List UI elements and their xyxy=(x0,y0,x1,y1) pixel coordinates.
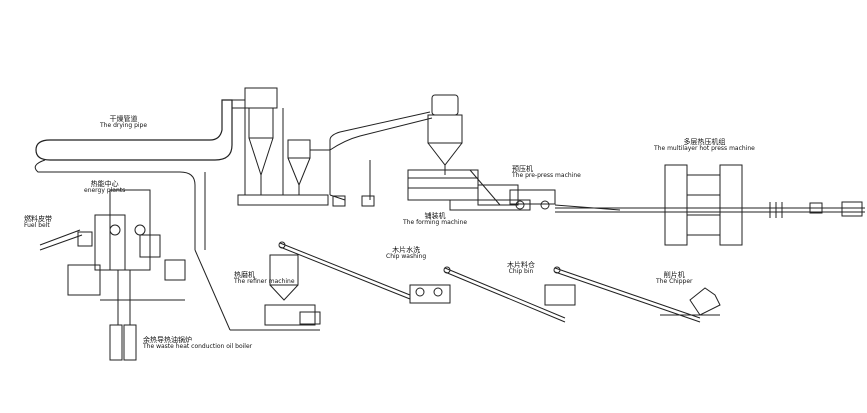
label-chip-bin-cn: 木片料仓 xyxy=(507,261,535,269)
label-fuel-belt-cn: 燃料皮带 xyxy=(24,215,52,223)
refiner-conveyor xyxy=(278,241,411,300)
fuel-belt xyxy=(39,229,93,251)
label-chipper: 削片机 The Chipper xyxy=(656,271,693,286)
label-chip-bin: 木片料仓 Chip bin xyxy=(507,261,535,276)
label-hot-press-cn: 多层热压机组 xyxy=(683,138,726,146)
label-refiner-cn: 热磨机 xyxy=(234,271,255,279)
label-forming-machine: 铺装机 The forming machine xyxy=(403,212,468,227)
label-energy-plants-en: energy plants xyxy=(84,187,126,195)
chipper xyxy=(660,287,721,316)
forming-feed-pipe xyxy=(310,111,433,200)
label-chip-washing-en: Chip washing xyxy=(386,253,427,261)
label-chip-washing: 木片水洗 Chip washing xyxy=(386,246,427,261)
label-refiner: 热磨机 The refiner machine xyxy=(234,271,295,286)
hot-press-machine xyxy=(664,164,863,246)
label-energy-plants: 热能中心 energy plants xyxy=(84,180,126,195)
label-chipper-en: The Chipper xyxy=(656,278,693,286)
forming-machine xyxy=(407,169,531,211)
drying-pipe xyxy=(34,99,245,250)
main-conveyor xyxy=(555,207,865,213)
label-chip-washing-cn: 木片水洗 xyxy=(392,246,421,254)
label-pre-press-cn: 预压机 xyxy=(512,165,533,173)
label-fuel-belt-en: Fuel belt xyxy=(24,222,50,230)
label-drying-pipe-en: The drying pipe xyxy=(100,122,148,130)
label-forming-machine-en: The forming machine xyxy=(403,219,468,227)
label-oil-boiler: 余热导热油锅炉 The waste heat conduction oil bo… xyxy=(143,336,253,351)
label-drying-pipe-cn: 干燥管道 xyxy=(109,115,138,123)
label-pre-press: 预压机 The pre-press machine xyxy=(512,165,581,180)
label-hot-press-en: The multilayer hot press machine xyxy=(654,145,755,153)
forming-cyclone xyxy=(427,94,463,175)
label-forming-machine-cn: 铺装机 xyxy=(424,212,446,220)
oil-boiler xyxy=(109,270,137,361)
refiner-machine xyxy=(194,249,321,331)
label-refiner-en: The refiner machine xyxy=(234,278,295,286)
energy-plants xyxy=(67,189,186,301)
chip-bin xyxy=(544,266,701,323)
label-oil-boiler-cn: 余热导热油锅炉 xyxy=(143,336,192,344)
label-chipper-cn: 削片机 xyxy=(663,271,685,279)
label-oil-boiler-en: The waste heat conduction oil boiler xyxy=(143,343,253,351)
label-chip-bin-en: Chip bin xyxy=(508,268,534,276)
chip-washing xyxy=(409,266,566,323)
cyclone-group xyxy=(237,87,375,207)
label-pre-press-en: The pre-press machine xyxy=(512,172,581,180)
label-fuel-belt: 燃料皮带 Fuel belt xyxy=(24,215,52,230)
label-hot-press: 多层热压机组 The multilayer hot press machine xyxy=(654,138,755,153)
label-drying-pipe: 干燥管道 The drying pipe xyxy=(100,115,148,130)
label-energy-plants-cn: 热能中心 xyxy=(90,180,119,188)
